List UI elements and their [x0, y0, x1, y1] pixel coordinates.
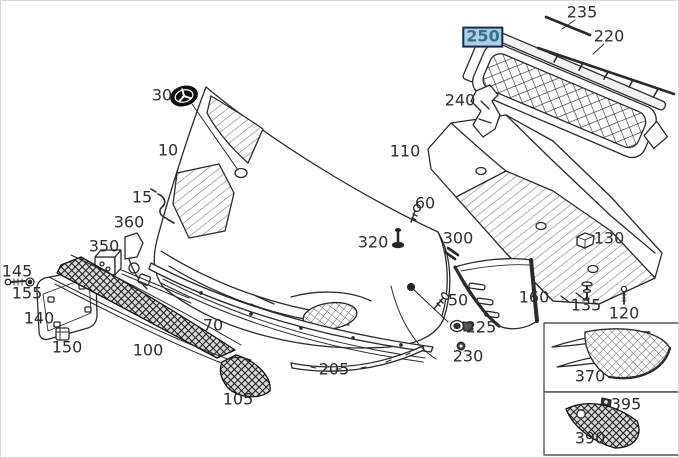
- part-nut-155: [25, 277, 35, 287]
- part-grommet-230: [456, 341, 466, 351]
- part-label-235[interactable]: 235: [566, 2, 598, 22]
- part-label-30[interactable]: 30: [151, 85, 173, 105]
- part-side-grille-105: [219, 354, 271, 398]
- part-label-145[interactable]: 145: [1, 261, 33, 281]
- part-label-160[interactable]: 160: [518, 287, 550, 307]
- part-label-360[interactable]: 360: [113, 212, 145, 232]
- part-label-300[interactable]: 300: [442, 228, 474, 248]
- part-bumper-cover-10: [153, 86, 451, 349]
- part-bracket-240: [470, 84, 501, 138]
- part-sensor-bracket-360: [118, 232, 192, 304]
- wheel-arch-line: [390, 285, 437, 360]
- part-chrome-strip-205: [290, 345, 425, 372]
- part-parking-sensor-225: [449, 319, 474, 333]
- part-label-350[interactable]: 350: [88, 236, 120, 256]
- part-label-230[interactable]: 230: [452, 346, 484, 366]
- part-label-150[interactable]: 150: [51, 337, 83, 357]
- part-rivet-300: [443, 246, 460, 261]
- part-label-240[interactable]: 240: [444, 90, 476, 110]
- part-trim-strip-220: [536, 43, 676, 97]
- part-label-250-selected[interactable]: 250: [462, 26, 504, 48]
- part-label-105[interactable]: 105: [222, 389, 254, 409]
- part-lower-grille-100: [48, 254, 242, 370]
- part-label-155[interactable]: 155: [11, 283, 43, 303]
- part-label-15[interactable]: 15: [131, 187, 153, 207]
- part-screw-50: [406, 282, 450, 323]
- part-label-60[interactable]: 60: [414, 193, 436, 213]
- part-label-390[interactable]: 390: [574, 428, 606, 448]
- part-trim-strip-235: [544, 15, 592, 37]
- part-clip-150: [55, 327, 70, 341]
- part-clip-130: [576, 232, 595, 250]
- part-arch-cover-160: [453, 258, 539, 330]
- part-trim-strip-70: [148, 262, 434, 363]
- part-star-emblem-30: [170, 85, 198, 107]
- inset-box-370: [543, 322, 678, 393]
- part-label-395[interactable]: 395: [610, 394, 642, 414]
- part-label-50[interactable]: 50: [447, 290, 469, 310]
- part-clip-15: [150, 188, 175, 224]
- part-rivet-135: [581, 281, 593, 301]
- part-label-320[interactable]: 320: [357, 232, 389, 252]
- part-label-10[interactable]: 10: [157, 140, 179, 160]
- part-label-205[interactable]: 205: [318, 359, 350, 379]
- part-screw-145: [4, 278, 26, 286]
- part-screw-120: [620, 285, 628, 305]
- part-label-135[interactable]: 135: [570, 295, 602, 315]
- inset-box-390: [543, 391, 678, 456]
- part-plate-bracket-140: [36, 269, 98, 341]
- part-label-225[interactable]: 225: [465, 317, 497, 337]
- leader-line-30: [191, 103, 239, 171]
- part-label-70[interactable]: 70: [202, 315, 224, 335]
- part-label-130[interactable]: 130: [593, 228, 625, 248]
- part-label-370[interactable]: 370: [574, 366, 606, 386]
- part-underbody-panel-110: [427, 114, 663, 305]
- part-label-110[interactable]: 110: [389, 141, 421, 161]
- part-grille-250: [462, 30, 669, 159]
- part-label-100[interactable]: 100: [132, 340, 164, 360]
- part-label-220[interactable]: 220: [593, 26, 625, 46]
- part-screw-60: [410, 203, 422, 223]
- part-plug-320: [391, 227, 405, 249]
- part-label-120[interactable]: 120: [608, 303, 640, 323]
- part-label-140[interactable]: 140: [23, 308, 55, 328]
